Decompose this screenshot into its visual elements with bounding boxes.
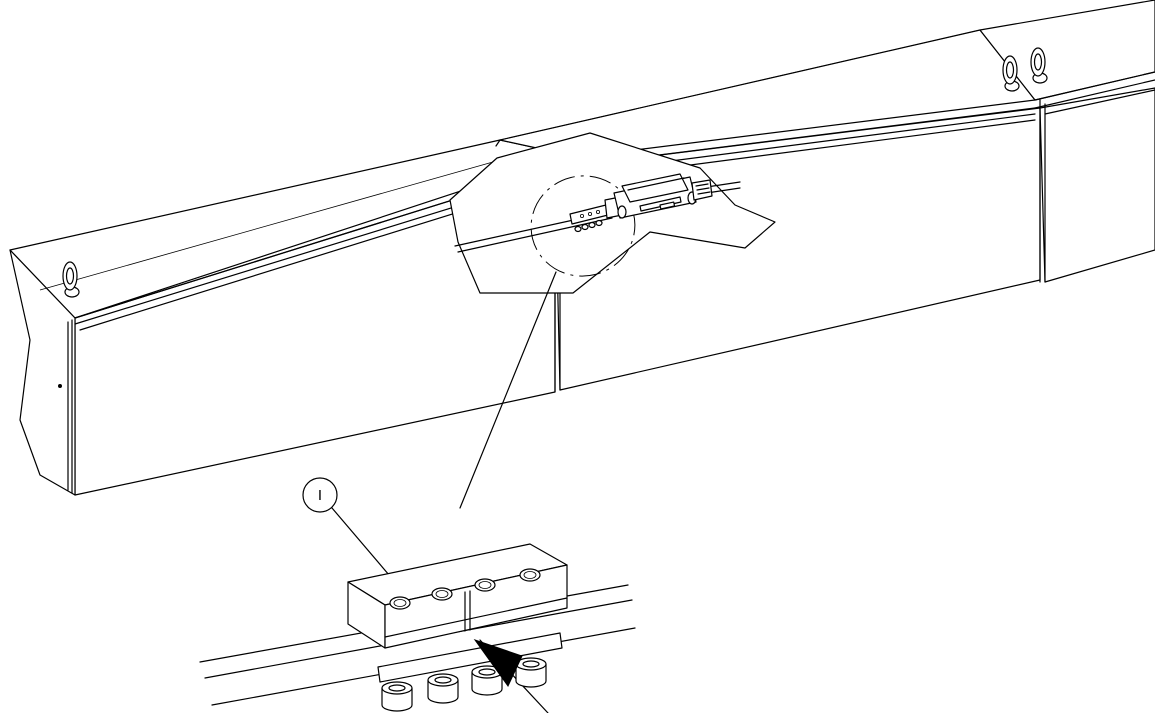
collector-shoes [381,657,547,712]
callout-label: I [318,487,322,504]
leader-line-detail [459,271,557,509]
leader-line-callout [331,507,396,583]
collector-block [347,543,568,649]
lifting-eye-right-1 [1002,55,1020,92]
housing-section-left [9,139,556,496]
collector-lower-body [377,632,563,683]
callout-balloon: I [302,477,338,513]
bolt-holes [389,568,541,610]
trolley-assembly [569,173,713,233]
housing-section-right [979,0,1155,283]
detail-view [199,543,636,712]
lifting-eye-right-2 [1030,47,1048,84]
lifting-eye-left [62,261,80,298]
arrow-pointer [473,639,523,687]
